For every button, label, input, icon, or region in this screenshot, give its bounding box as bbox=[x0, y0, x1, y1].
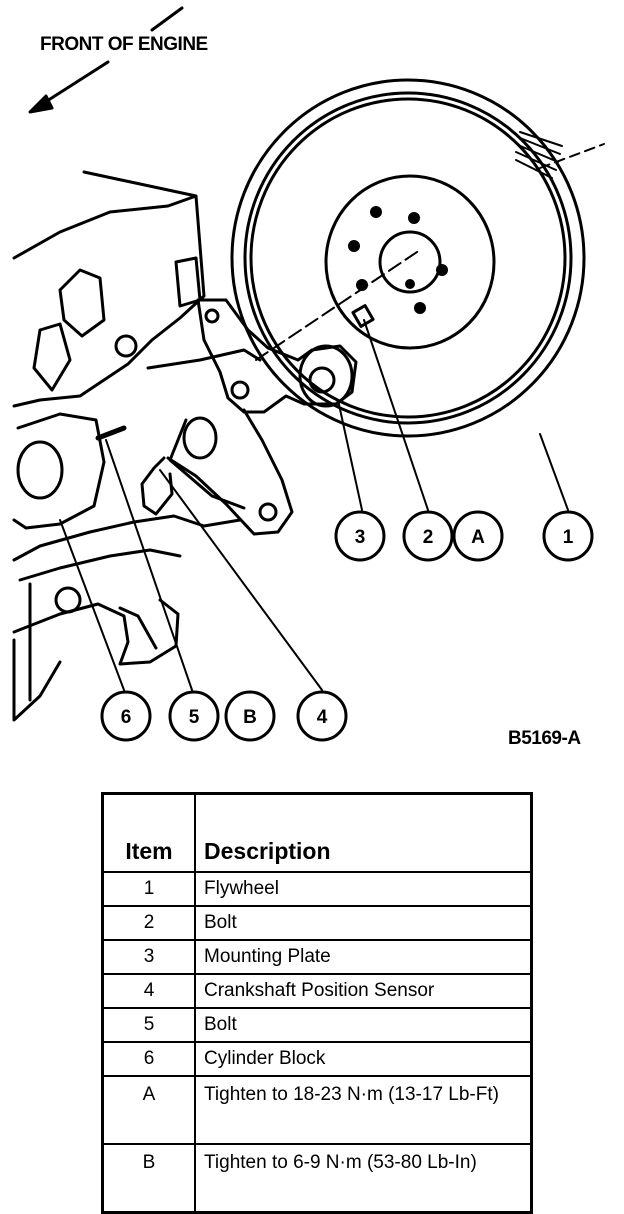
callout-leaders bbox=[59, 319, 569, 691]
table-row: 6 Cylinder Block bbox=[101, 1041, 533, 1077]
description-cell: Tighten to 18-23 N·m (13-17 Lb-Ft) bbox=[194, 1075, 533, 1145]
front-direction-arrow bbox=[28, 6, 184, 114]
callout-5: 5 bbox=[189, 707, 200, 728]
description-cell: Flywheel bbox=[194, 871, 533, 907]
item-cell: 3 bbox=[101, 939, 196, 975]
description-cell: Bolt bbox=[194, 905, 533, 941]
description-cell: Mounting Plate bbox=[194, 939, 533, 975]
table-row: 4 Crankshaft Position Sensor bbox=[101, 973, 533, 1009]
item-cell: B bbox=[101, 1143, 196, 1214]
parts-legend-table: Item Description 1 Flywheel 2 Bolt 3 Mou… bbox=[101, 792, 533, 1214]
engine-illustration: 1 2 A 3 6 5 B 4 bbox=[12, 6, 605, 742]
crankshaft-centerline bbox=[255, 249, 421, 361]
header-item: Item bbox=[101, 792, 196, 873]
mounting-plate-drawing bbox=[95, 298, 375, 536]
item-cell: 1 bbox=[101, 871, 196, 907]
table-row: 3 Mounting Plate bbox=[101, 939, 533, 975]
callout-3: 3 bbox=[355, 527, 366, 548]
description-cell: Tighten to 6-9 N·m (53-80 Lb-In) bbox=[194, 1143, 533, 1214]
table-row: 2 Bolt bbox=[101, 905, 533, 941]
legend-header-row: Item Description bbox=[101, 792, 533, 873]
callout-circles bbox=[100, 510, 594, 742]
table-row: A Tighten to 18-23 N·m (13-17 Lb-Ft) bbox=[101, 1075, 533, 1145]
item-cell: 2 bbox=[101, 905, 196, 941]
item-cell: A bbox=[101, 1075, 196, 1145]
table-row: 5 Bolt bbox=[101, 1007, 533, 1043]
callout-1: 1 bbox=[563, 527, 574, 548]
callout-b: B bbox=[243, 707, 257, 728]
description-cell: Crankshaft Position Sensor bbox=[194, 973, 533, 1009]
callout-6: 6 bbox=[121, 707, 132, 728]
header-description: Description bbox=[194, 792, 533, 873]
description-cell: Bolt bbox=[194, 1007, 533, 1043]
cylinder-block-drawing bbox=[12, 170, 262, 722]
table-row: B Tighten to 6-9 N·m (53-80 Lb-In) bbox=[101, 1143, 533, 1214]
item-cell: 4 bbox=[101, 973, 196, 1009]
figure-id-label: B5169-A bbox=[508, 728, 581, 749]
item-cell: 6 bbox=[101, 1041, 196, 1077]
callout-2: 2 bbox=[423, 527, 434, 548]
flywheel-drawing bbox=[230, 78, 605, 438]
item-cell: 5 bbox=[101, 1007, 196, 1043]
front-of-engine-label: FRONT OF ENGINE bbox=[40, 34, 208, 55]
callout-a: A bbox=[471, 527, 485, 548]
callout-4: 4 bbox=[317, 707, 328, 728]
table-row: 1 Flywheel bbox=[101, 871, 533, 907]
description-cell: Cylinder Block bbox=[194, 1041, 533, 1077]
